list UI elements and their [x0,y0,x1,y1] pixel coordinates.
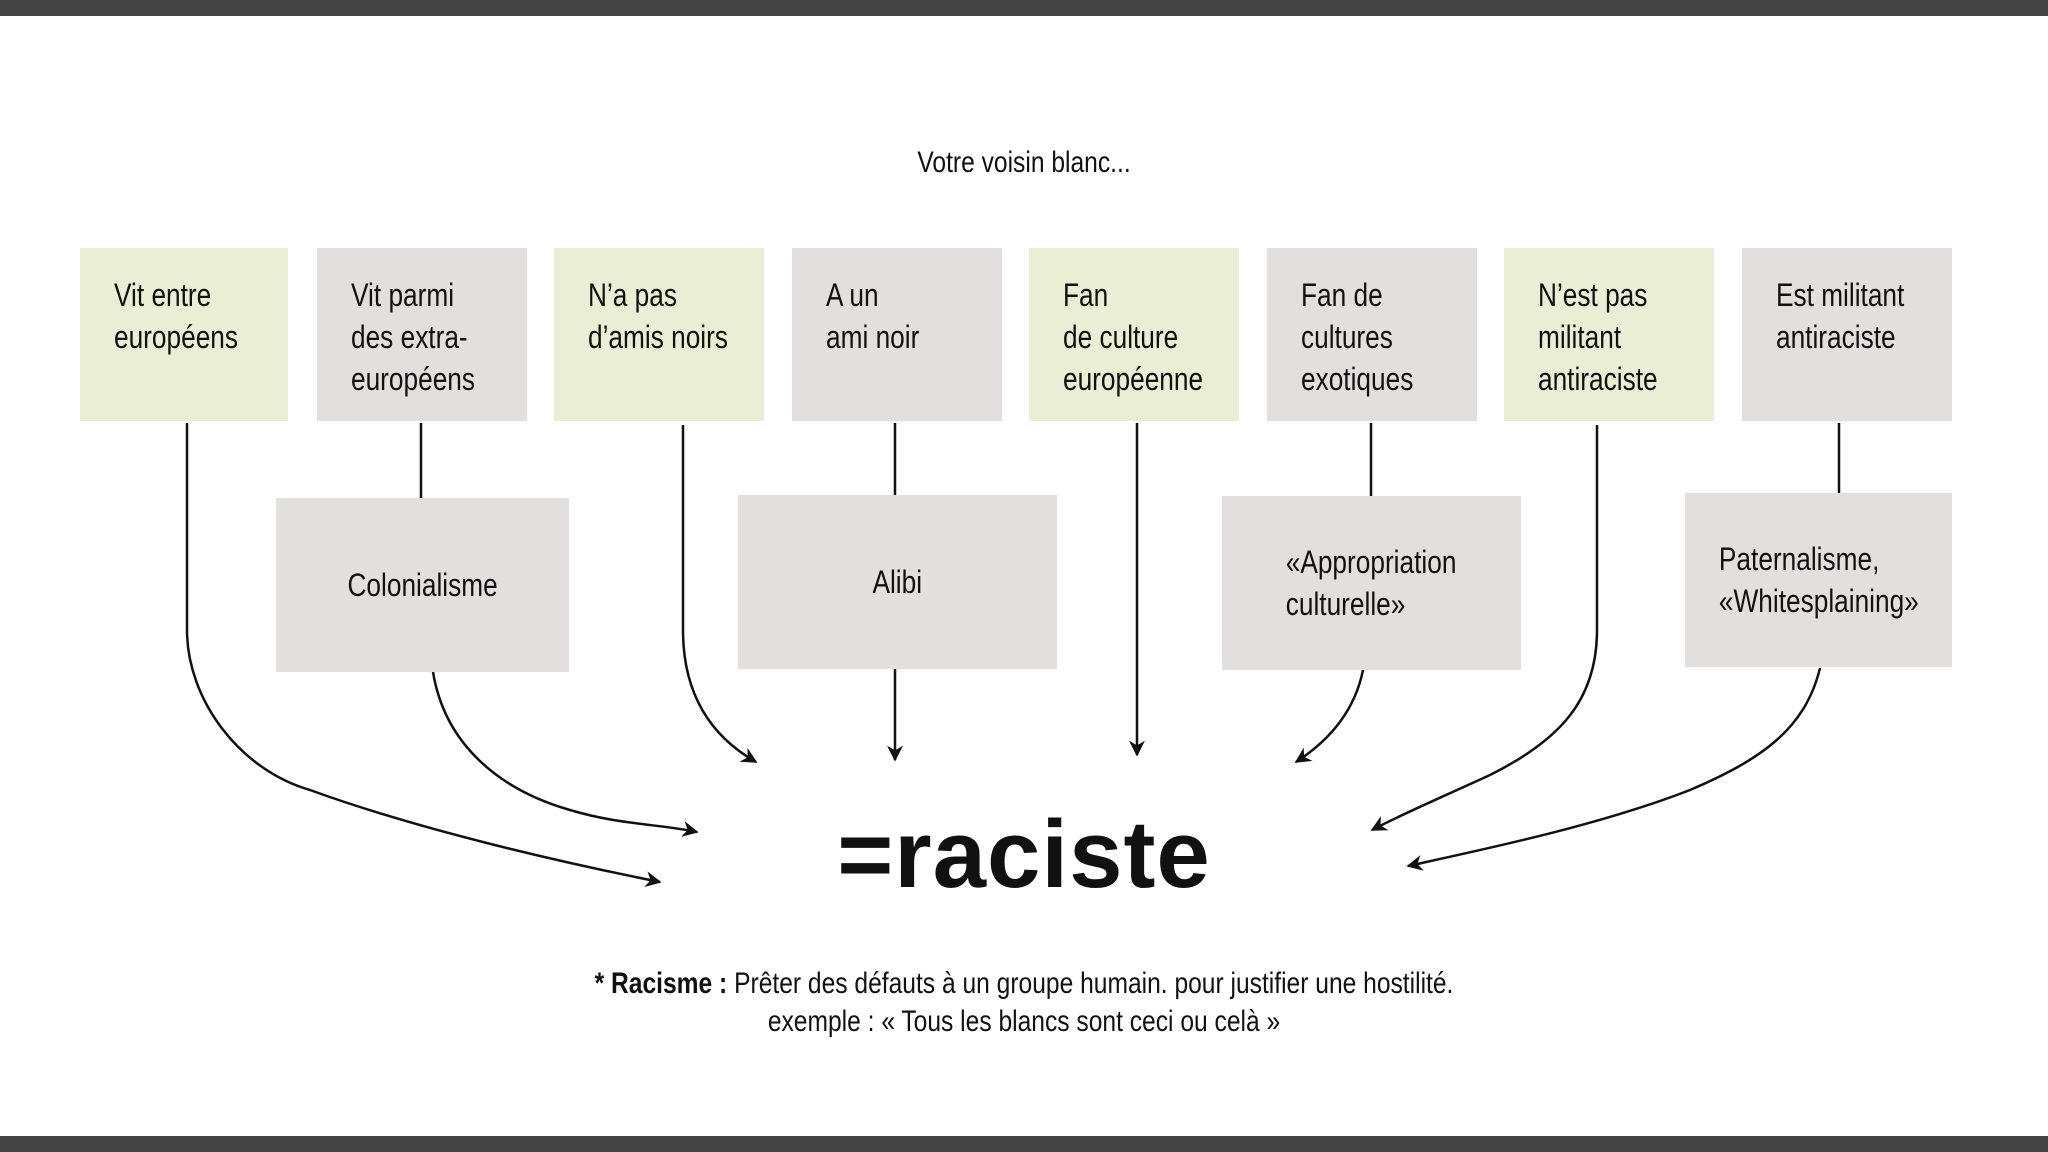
arrow-pas-amis-noirs-to-raciste [681,425,758,764]
box-cultures-exotiques: Fan de cultures exotiques [1267,248,1477,421]
definition-block: * Racisme : Prêter des défauts à un grou… [0,965,2048,1041]
arrow-paternalisme-to-raciste [1406,667,1822,871]
box-paternalisme: Paternalisme, «Whitesplaining» [1685,493,1952,667]
box-appropriation-culturelle: «Appropriation culturelle» [1222,496,1521,670]
box-culture-europeenne: Fan de culture européenne [1029,248,1239,421]
definition-example: exemple : « Tous les blancs sont ceci ou… [767,1005,1281,1038]
box-vit-parmi-extra-europeens: Vit parmi des extra- européens [317,248,527,421]
bottom-frame-bar [0,1136,2048,1152]
box-militant-antiraciste: Est militant antiraciste [1742,248,1952,421]
arrow-vit-entre-to-raciste [185,423,662,888]
box-vit-entre-europeens: Vit entre européens [80,248,288,421]
box-ami-noir: A un ami noir [792,248,1002,421]
definition-marker: * [594,967,605,1000]
box-colonialisme: Colonialisme [276,498,569,672]
box-pas-militant-antiraciste: N’est pas militant antiraciste [1504,248,1714,421]
box-alibi: Alibi [738,495,1057,669]
definition-term: Racisme : [611,967,728,1000]
arrow-appropriation-to-raciste [1294,669,1365,764]
arrow-pas-militant-to-raciste [1370,425,1599,832]
definition-text: Prêter des défauts à un groupe humain. p… [734,967,1454,1000]
arrow-colonialisme-to-raciste [431,671,699,837]
result-raciste: =raciste [837,801,1211,908]
top-frame-bar [0,0,2048,16]
diagram-title: Votre voisin blanc... [917,146,1131,179]
box-pas-amis-noirs: N’a pas d’amis noirs [554,248,764,421]
definition-line: * Racisme : Prêter des défauts à un grou… [184,965,1863,1003]
